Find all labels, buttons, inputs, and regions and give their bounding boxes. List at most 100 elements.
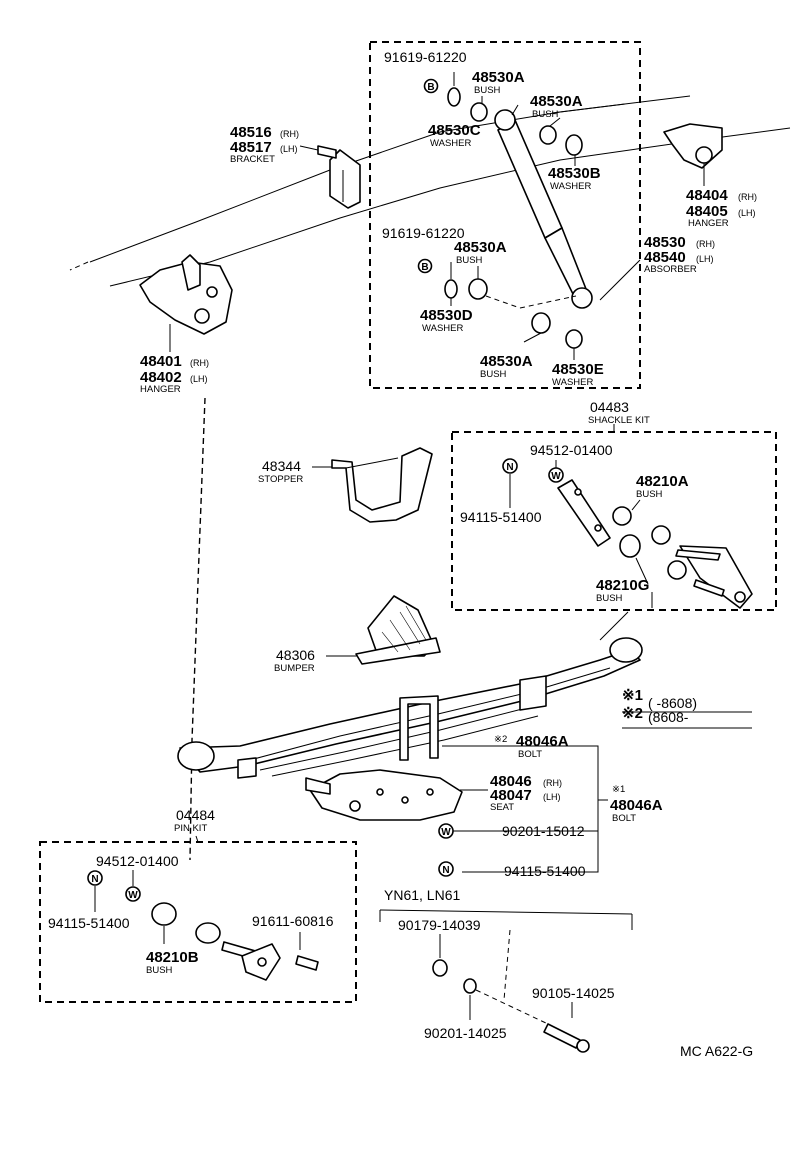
label-48517-side: (LH) <box>280 144 298 154</box>
label-48046a-2-mark: ※2 <box>494 734 507 745</box>
label-hanger-front-name: HANGER <box>140 384 181 395</box>
hanger-to-spring-dashed <box>189 397 206 861</box>
absorber-small-parts <box>444 87 583 349</box>
spring-seat <box>305 769 463 821</box>
label-48530e-name: WASHER <box>552 377 593 388</box>
label-48404: 48404 <box>686 187 728 204</box>
label-90179: 90179-14039 <box>398 917 481 933</box>
label-48046a-2-name: BOLT <box>518 749 542 760</box>
label-48530d: 48530D <box>420 307 473 324</box>
label-04483: 04483 <box>590 399 629 415</box>
bracket-48516 <box>317 145 361 209</box>
label-48210a: 48210A <box>636 473 689 490</box>
pin-kit-leader-lines <box>94 835 301 950</box>
label-91619-top: 91619-61220 <box>384 49 467 65</box>
label-48306: 48306 <box>276 647 315 663</box>
label-48402: 48402 <box>140 369 182 386</box>
drawing-code: MC A622-G <box>680 1043 753 1059</box>
label-48530b: 48530B <box>548 165 601 182</box>
label-48530-side: (RH) <box>696 239 715 249</box>
label-94115-seat: 94115-51400 <box>504 863 586 879</box>
label-48530c-name: WASHER <box>430 138 471 149</box>
svg-text:B: B <box>427 82 434 93</box>
label-48401: 48401 <box>140 353 182 370</box>
label-48530a-bush-2-name: BUSH <box>532 109 559 120</box>
label-48530a-bush-3: 48530A <box>454 239 507 256</box>
label-48046a-1-name: BOLT <box>612 813 636 824</box>
label-91619-mid: 91619-61220 <box>382 225 465 241</box>
label-48047-side: (LH) <box>543 792 561 802</box>
label-04484: 04484 <box>176 807 215 823</box>
n-nut-icon: N <box>438 861 454 877</box>
label-48210b-name: BUSH <box>146 965 173 976</box>
label-48405-side: (LH) <box>738 208 756 218</box>
label-shackle-kit-name: SHACKLE KIT <box>588 415 650 426</box>
note-2-text: (8608- <box>648 709 689 725</box>
front-hanger-48401 <box>139 254 233 335</box>
label-48404-side: (RH) <box>738 192 757 202</box>
note-2-mark: ※2 <box>622 705 643 722</box>
label-48530c: 48530C <box>428 122 481 139</box>
label-variant: YN61, LN61 <box>384 887 460 903</box>
label-91611: 91611-60816 <box>252 913 334 929</box>
label-48210g: 48210G <box>596 577 649 594</box>
label-stopper-name: STOPPER <box>258 474 303 485</box>
shock-absorber <box>494 109 593 309</box>
b-nut-icon: B <box>423 78 439 94</box>
shackle-parts <box>557 479 753 609</box>
label-hanger-rear-name: HANGER <box>688 218 729 229</box>
label-48046a-1: 48046A <box>610 797 663 814</box>
svg-text:W: W <box>441 827 451 838</box>
b-nut-icon: B <box>417 258 433 274</box>
rear-hanger-48404 <box>663 123 723 169</box>
svg-text:N: N <box>442 865 449 876</box>
w-washer-icon: W <box>548 467 564 483</box>
label-48046a-1-mark: ※1 <box>612 784 625 795</box>
label-48540: 48540 <box>644 249 686 266</box>
label-48401-side: (RH) <box>190 358 209 368</box>
label-48210a-name: BUSH <box>636 489 663 500</box>
label-48047: 48047 <box>490 787 532 804</box>
leaf-spring <box>177 637 643 779</box>
pin-kit-parts <box>151 902 319 981</box>
shackle-leader-lines <box>509 460 653 641</box>
label-48530a-bush-1: 48530A <box>472 69 525 86</box>
w-washer-icon: W <box>125 886 141 902</box>
n-nut-icon: N <box>87 870 103 886</box>
label-94512-pin: 94512-01400 <box>96 853 179 869</box>
label-48402-side: (LH) <box>190 374 208 384</box>
label-48046-side: (RH) <box>543 778 562 788</box>
n-nut-icon: N <box>502 458 518 474</box>
notes-lines <box>622 711 752 729</box>
variant-parts <box>379 909 633 1053</box>
label-48530b-name: WASHER <box>550 181 591 192</box>
label-bracket-name: BRACKET <box>230 154 275 165</box>
u-bolt <box>399 695 439 761</box>
absorber-group-frame <box>369 41 641 389</box>
svg-text:B: B <box>421 262 428 273</box>
label-48530a-bush-2: 48530A <box>530 93 583 110</box>
label-48530a-bush-3-name: BUSH <box>456 255 483 266</box>
label-seat-name: SEAT <box>490 802 514 813</box>
label-48046a-2: 48046A <box>516 733 569 750</box>
label-48046: 48046 <box>490 773 532 790</box>
label-94512-shackle: 94512-01400 <box>530 442 613 458</box>
note-1-mark: ※1 <box>622 687 643 704</box>
label-bumper-name: BUMPER <box>274 663 315 674</box>
seat-leader-lines <box>442 745 599 873</box>
label-94115-pin: 94115-51400 <box>48 915 130 931</box>
svg-text:W: W <box>128 890 138 901</box>
label-48530a-bush-1-name: BUSH <box>474 85 501 96</box>
label-absorber-name: ABSORBER <box>644 264 697 275</box>
label-48530a-bush-4: 48530A <box>480 353 533 370</box>
label-90201-variant: 90201-14025 <box>424 1025 507 1041</box>
note-1-text: ( -8608) <box>648 695 697 711</box>
svg-text:W: W <box>551 471 561 482</box>
label-pin-kit-name: PIN KIT <box>174 823 207 834</box>
label-48516-side: (RH) <box>280 129 299 139</box>
label-48516: 48516 <box>230 124 272 141</box>
svg-text:N: N <box>91 874 98 885</box>
label-90105: 90105-14025 <box>532 985 615 1001</box>
label-48405: 48405 <box>686 203 728 220</box>
